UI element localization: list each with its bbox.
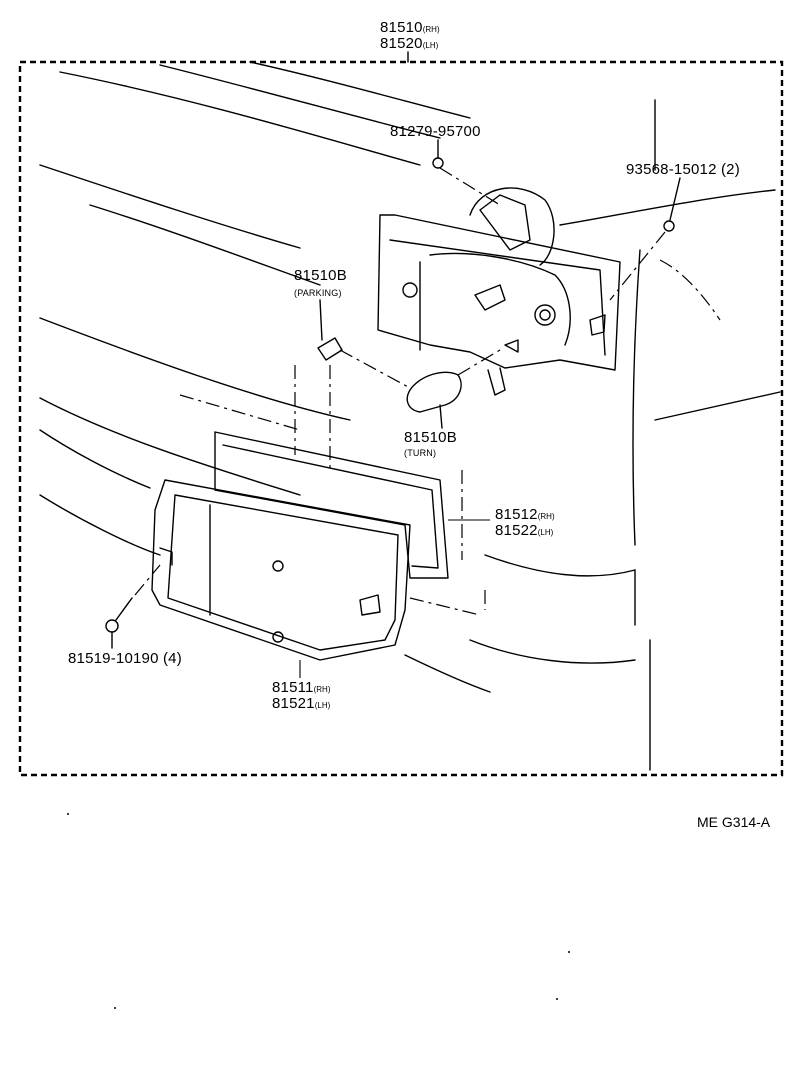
lens — [151, 479, 411, 678]
gasket — [214, 365, 490, 579]
label-assembly-rh: 81510(RH) — [380, 19, 440, 36]
guide-lines — [179, 394, 486, 616]
lens-screw-icon — [105, 564, 161, 649]
bolt-right-icon — [609, 177, 681, 301]
label-bulb-parking-note: (PARKING) — [294, 288, 342, 298]
vehicle-body-lines — [39, 61, 781, 771]
turn-bulb-icon — [406, 349, 501, 429]
label-gasket-rh: 81512(RH) — [495, 506, 555, 523]
label-lens-lh: 81521(LH) — [272, 695, 331, 712]
label-screw-lens: 81519-10190 (4) — [68, 650, 182, 667]
label-screw-top: 81279-95700 — [390, 123, 481, 140]
screw-top-icon — [432, 139, 501, 206]
label-bulb-turn-note: (TURN) — [404, 448, 437, 458]
label-assembly-lh: 81520(LH) — [380, 35, 439, 52]
label-bulb-parking: 81510B — [294, 267, 347, 284]
lamp-housing — [377, 187, 621, 396]
diagram-reference: ME G314-A — [697, 814, 771, 830]
assembly-boundary — [18, 60, 784, 777]
label-lens-rh: 81511(RH) — [272, 679, 331, 696]
label-bulb-turn: 81510B — [404, 429, 457, 446]
label-bolt-right: 93568-15012 (2) — [626, 161, 740, 178]
label-gasket-lh: 81522(LH) — [495, 522, 554, 539]
parking-bulb-icon — [317, 299, 411, 389]
